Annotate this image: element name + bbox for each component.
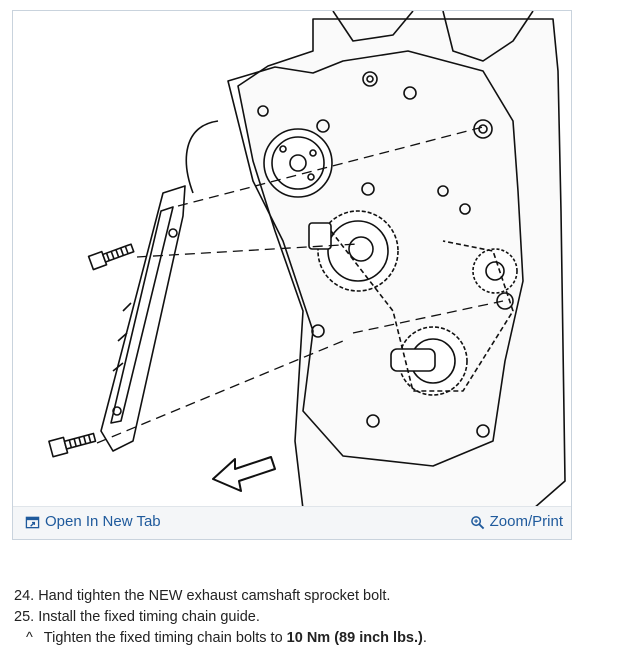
step-number: 24. (14, 588, 35, 604)
caret-marker: ^ (26, 630, 33, 646)
figure-frame: Open In New Tab Zoom/Print (12, 10, 572, 540)
open-in-new-tab-link[interactable]: Open In New Tab (25, 513, 161, 531)
substep-torque: ^ Tighten the fixed timing chain bolts t… (14, 628, 427, 649)
timing-chain-guide-diagram (48, 11, 566, 509)
step-text: Install the fixed timing chain guide. (38, 609, 260, 625)
instruction-steps: 24. Hand tighten the NEW exhaust camshaf… (14, 586, 427, 649)
torque-value: 10 Nm (89 inch lbs.) (286, 630, 423, 646)
substep-prefix: Tighten the fixed timing chain bolts to (43, 630, 283, 646)
step-text: Hand tighten the NEW exhaust camshaft sp… (38, 588, 391, 604)
step-number: 25. (14, 609, 35, 625)
step-24: 24. Hand tighten the NEW exhaust camshaf… (14, 586, 427, 607)
figure-toolbar: Open In New Tab Zoom/Print (13, 506, 571, 539)
zoom-print-link[interactable]: Zoom/Print (470, 513, 563, 531)
zoom-print-label: Zoom/Print (489, 513, 563, 530)
substep-suffix: . (422, 630, 427, 646)
open-in-new-tab-label: Open In New Tab (45, 513, 161, 530)
zoom-magnifier-icon (470, 515, 484, 529)
step-25: 25. Install the fixed timing chain guide… (14, 607, 427, 628)
open-new-tab-icon (25, 516, 40, 528)
